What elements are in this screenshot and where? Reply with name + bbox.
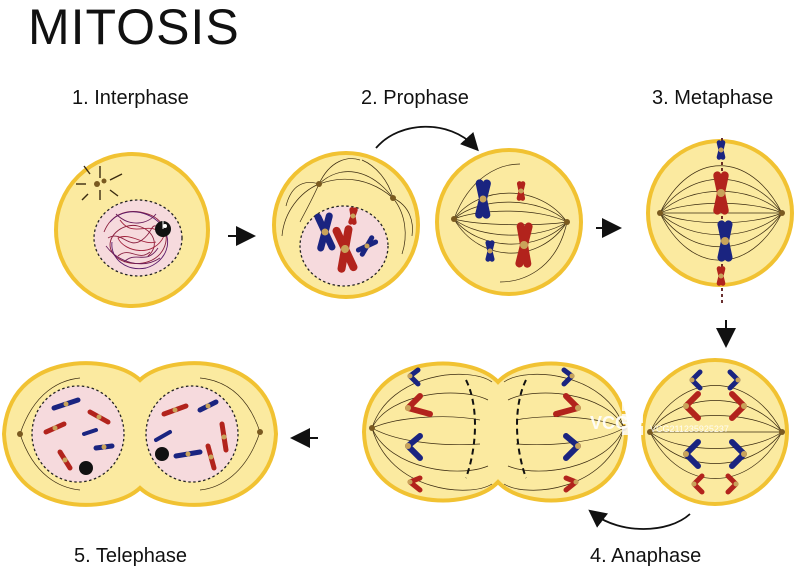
nucleolus-icon: [155, 221, 171, 237]
chromatin: [103, 211, 168, 270]
watermark-logo-icon: [622, 402, 643, 435]
nucleolus-left-icon: [79, 461, 93, 475]
stage-label-anaphase: 4. Anaphase: [590, 545, 702, 567]
metaphase-cell: [646, 138, 794, 305]
watermark-logo-text: VCG: [590, 413, 630, 433]
chromosome-blue-3: [475, 179, 491, 219]
chromosome-red-4: [515, 222, 533, 268]
chromosome-red-1: [332, 225, 358, 273]
stage-label-prophase: 2. Prophase: [361, 87, 469, 109]
late-anaphase-cell: [361, 361, 629, 503]
chromosome-red-6: [716, 266, 726, 286]
chromosome-blue-1: [314, 212, 336, 252]
chromosome-blue-2: [355, 235, 379, 257]
arrow-anaphase-progress: [588, 509, 691, 530]
centrosome-icon: [76, 165, 123, 201]
stage-label-interphase: 1. Interphase: [72, 87, 189, 109]
early-prophase-cell: [272, 151, 420, 299]
stage-label-telephase: 5. Telephase: [74, 545, 188, 567]
chromosome-red-2: [348, 207, 358, 225]
telephase-centromeres: [52, 401, 227, 463]
chromosome-red-5: [713, 171, 729, 215]
telephase-cell: [1, 361, 279, 507]
watermark-id: VCG211235925237: [650, 424, 729, 434]
interphase-cell: [54, 152, 210, 308]
anaphase-chromatids-b: [405, 367, 581, 493]
early-anaphase-cell: [641, 358, 789, 506]
arrow-prophase-progress: [375, 125, 479, 152]
late-prophase-cell: [435, 148, 583, 296]
chromosome-red-3: [516, 181, 526, 201]
chromosome-blue-6: [717, 220, 733, 262]
nucleolus-right-icon: [155, 447, 169, 461]
anaphase-chromatids-a: [683, 369, 747, 495]
chromosome-blue-4: [485, 240, 495, 262]
stage-label-metaphase: 3. Metaphase: [652, 87, 774, 109]
chromosome-blue-5: [716, 140, 726, 160]
page-title: MITOSIS: [28, 0, 240, 55]
